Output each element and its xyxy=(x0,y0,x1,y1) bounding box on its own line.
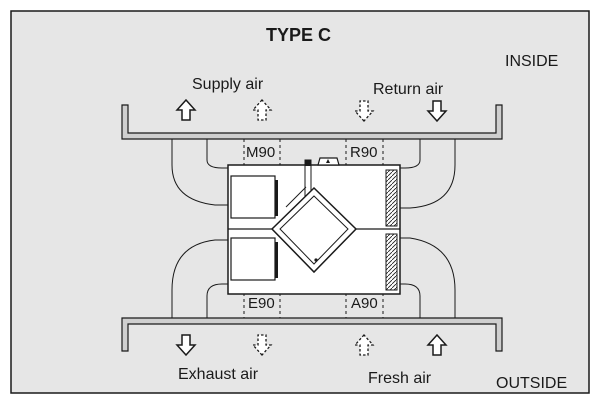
exhaust-arrow-outline-icon xyxy=(251,334,273,356)
inside-wall xyxy=(121,104,503,140)
return-arrow-outline-icon xyxy=(353,100,375,122)
inside-label: INSIDE xyxy=(505,53,559,70)
outside-label: OUTSIDE xyxy=(496,375,568,392)
e90-label: E90 xyxy=(248,295,275,312)
a90-label: A90 xyxy=(351,295,378,312)
supply-air-label: Supply air xyxy=(192,76,264,93)
exhaust-air-label: Exhaust air xyxy=(178,366,259,383)
return-arrow-icon xyxy=(426,100,448,123)
r90-label: R90 xyxy=(350,144,378,161)
outside-wall xyxy=(121,317,503,352)
exhaust-arrow-icon xyxy=(175,334,197,357)
fresh-arrow-icon xyxy=(426,333,448,356)
diagram-title: TYPE C xyxy=(266,25,332,45)
supply-arrow-icon xyxy=(175,98,197,121)
return-air-label: Return air xyxy=(373,81,444,98)
fresh-arrow-outline-icon xyxy=(353,334,375,356)
supply-arrow-outline-icon xyxy=(251,99,273,121)
fresh-air-label: Fresh air xyxy=(368,370,432,387)
heat-exchanger xyxy=(270,186,358,274)
m90-label: M90 xyxy=(246,144,276,161)
duct-lines xyxy=(171,139,456,318)
connection-dashes xyxy=(243,139,384,318)
